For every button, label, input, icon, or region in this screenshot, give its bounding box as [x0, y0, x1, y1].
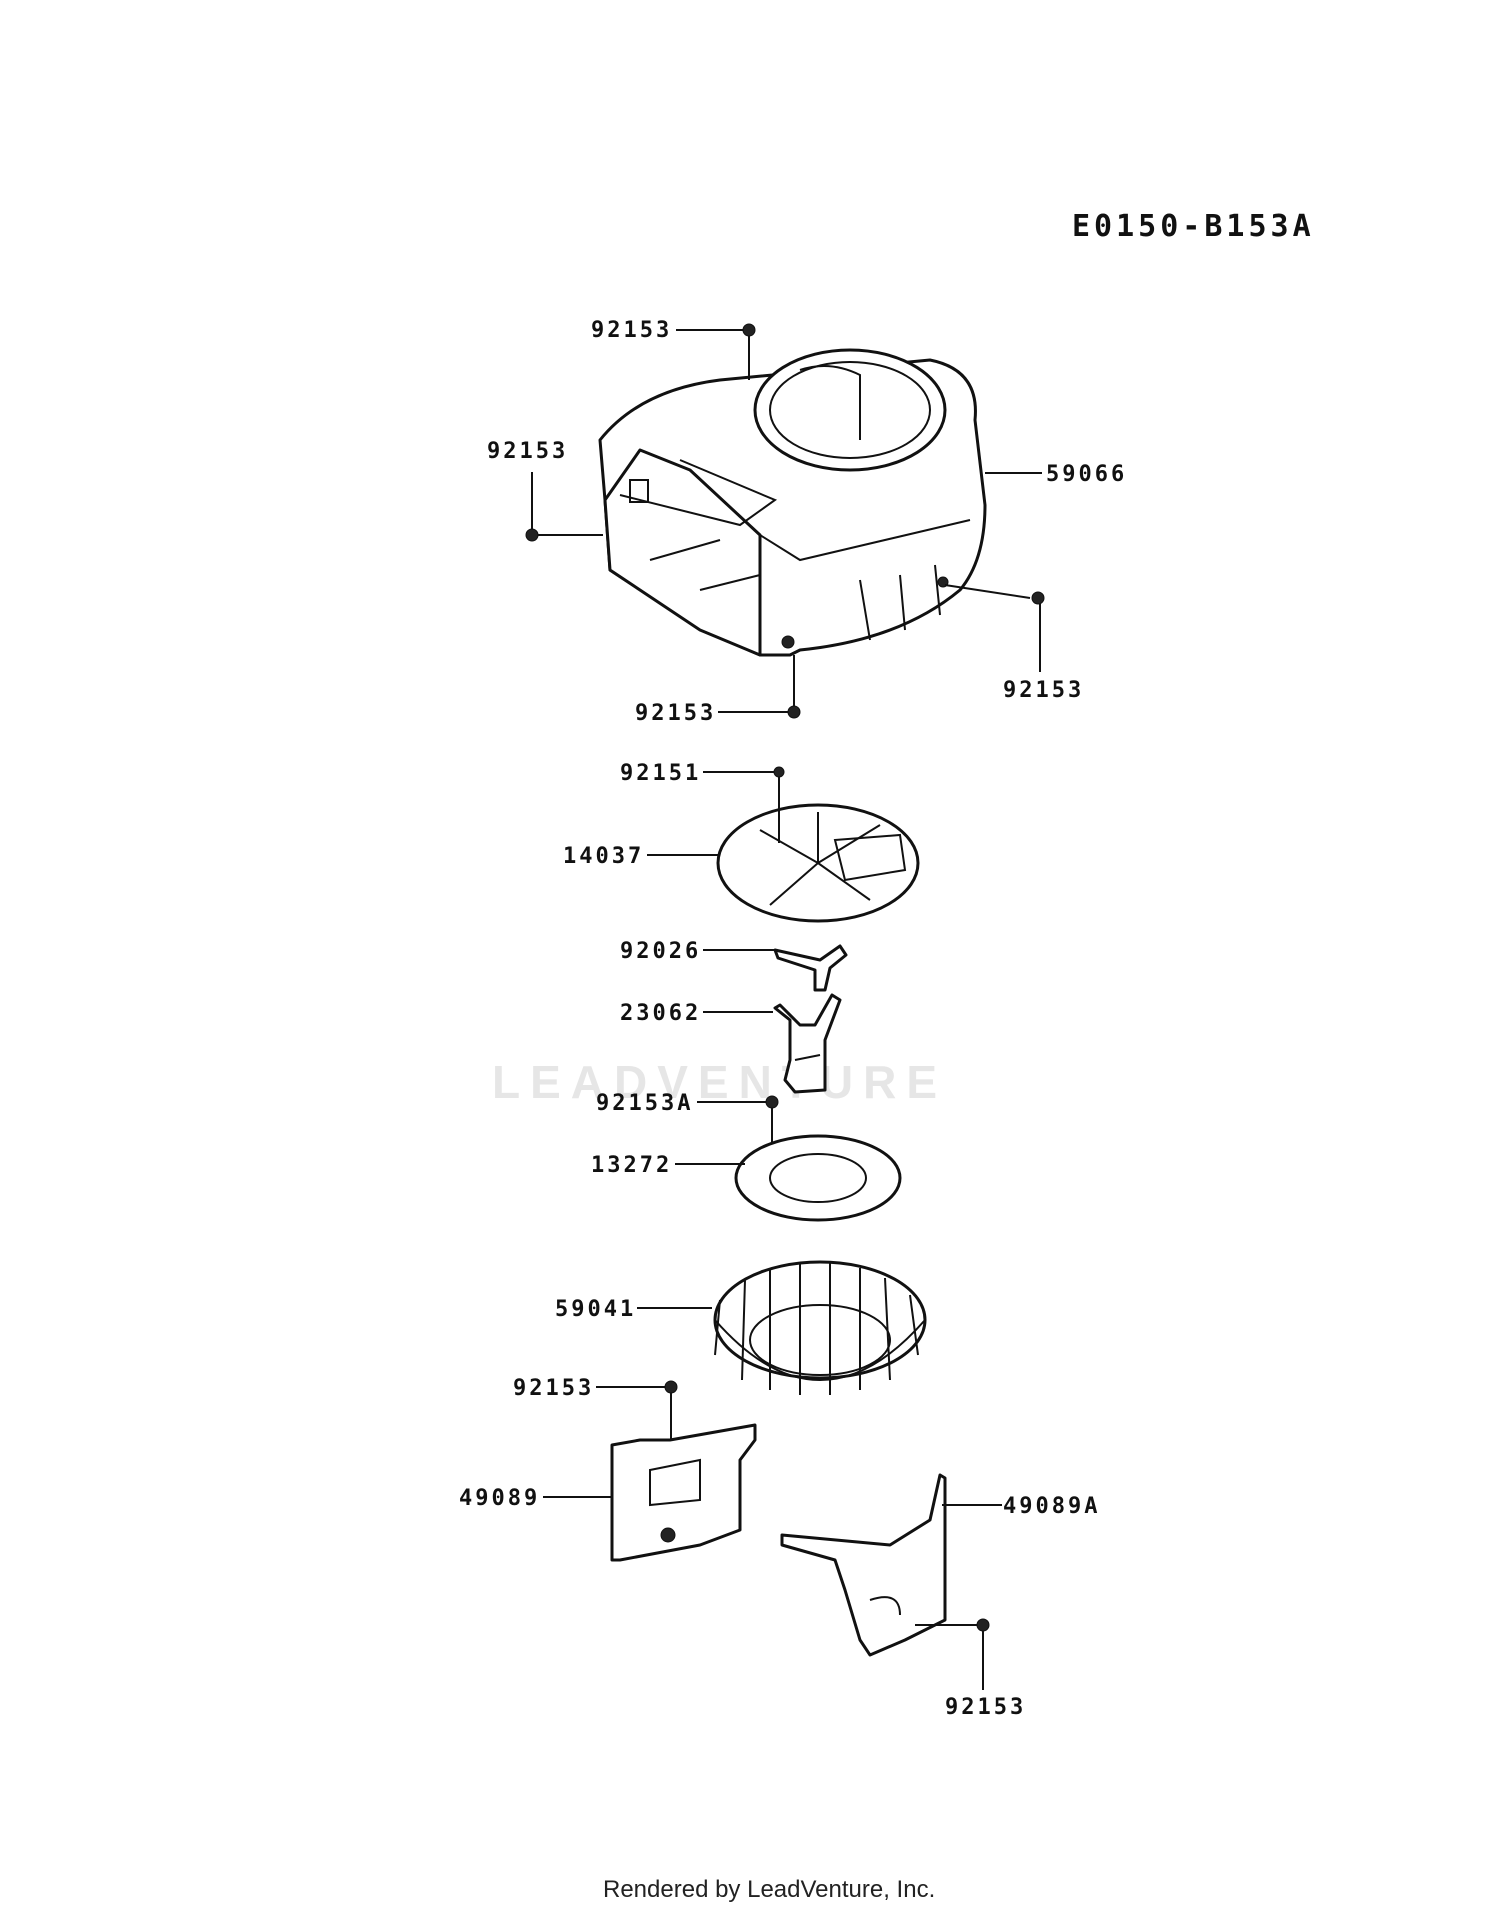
- part-label: 49089: [459, 1486, 540, 1511]
- part-label: 92153: [945, 1695, 1026, 1720]
- guide-drawing: [610, 1423, 757, 1562]
- callout-92153-top: 92153: [591, 318, 756, 380]
- callout-23062: 23062: [620, 1001, 773, 1026]
- callout-92153-bottom: 92153: [635, 655, 801, 726]
- part-label: 92153: [1003, 678, 1084, 703]
- callout-92151: 92151: [620, 761, 785, 843]
- guide-a-drawing: [780, 1473, 947, 1657]
- callout-92026: 92026: [620, 939, 775, 964]
- callout-59041: 59041: [555, 1297, 712, 1322]
- part-label: 92153: [591, 318, 672, 343]
- part-label: 59066: [1046, 462, 1127, 487]
- callout-49089: 49089: [459, 1486, 612, 1511]
- part-label: 59041: [555, 1297, 636, 1322]
- callout-92153-left: 92153: [487, 439, 603, 542]
- callout-92153-lower: 92153: [513, 1376, 678, 1440]
- part-label: 92153: [487, 439, 568, 464]
- bracket-drawing: [773, 993, 842, 1094]
- part-label: 92153: [513, 1376, 594, 1401]
- part-label: 13272: [591, 1153, 672, 1178]
- callout-92153A: 92153A: [596, 1091, 779, 1150]
- callout-49089A: 49089A: [942, 1494, 1100, 1519]
- screen-drawing: [716, 803, 920, 923]
- part-label: 92153: [635, 701, 716, 726]
- ring-plate-drawing: [734, 1134, 902, 1222]
- fan-drawing: [713, 1260, 927, 1395]
- blower-housing-drawing: [598, 348, 987, 657]
- callout-92153-right: 92153: [944, 584, 1084, 703]
- part-label: 92026: [620, 939, 701, 964]
- plate-drawing: [773, 944, 848, 992]
- diagram-code: E0150-B153A: [1072, 209, 1315, 244]
- watermark-text: LEADVENTURE: [492, 1056, 947, 1108]
- part-label: 23062: [620, 1001, 701, 1026]
- callout-14037: 14037: [563, 844, 720, 869]
- callout-13272: 13272: [591, 1153, 745, 1178]
- part-label: 14037: [563, 844, 644, 869]
- callout-59066: 59066: [985, 462, 1127, 487]
- footer-credit: Rendered by LeadVenture, Inc.: [603, 1876, 935, 1903]
- part-label: 49089A: [1003, 1494, 1100, 1519]
- part-label: 92153A: [596, 1091, 693, 1116]
- part-label: 92151: [620, 761, 701, 786]
- callout-92153-last: 92153: [915, 1618, 1026, 1720]
